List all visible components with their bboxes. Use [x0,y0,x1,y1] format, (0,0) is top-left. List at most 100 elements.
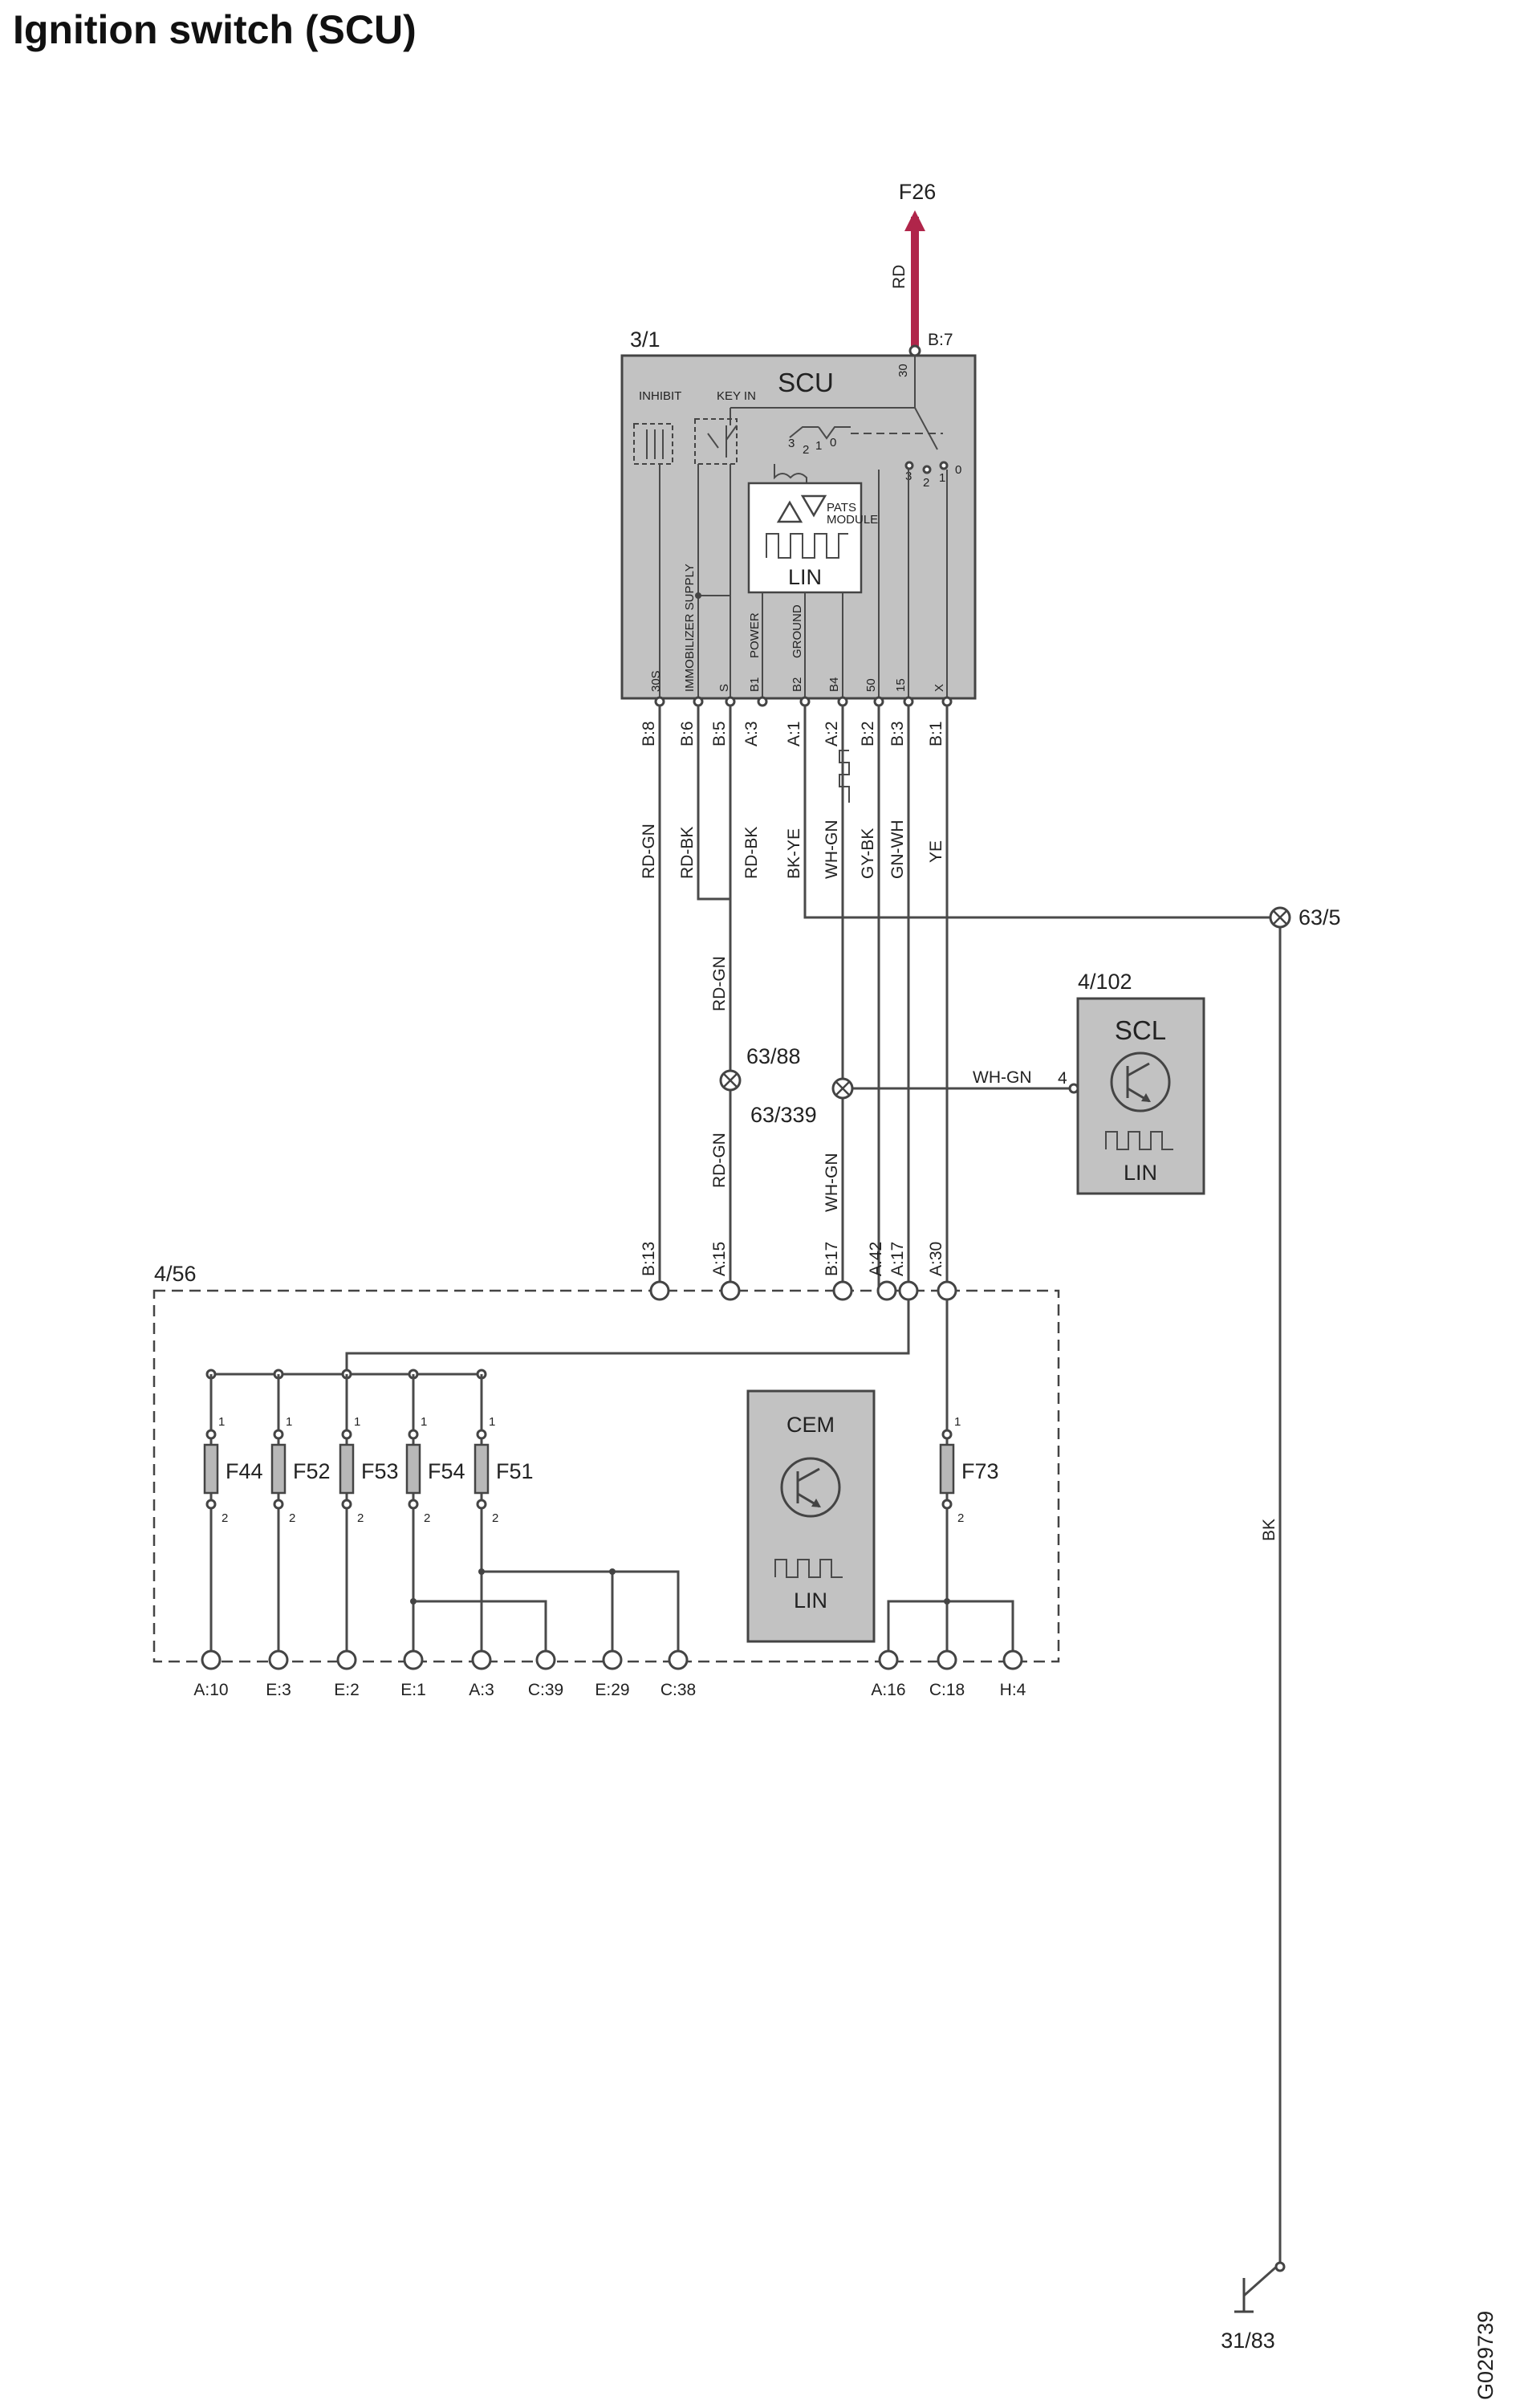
svg-text:WH-GN: WH-GN [823,1153,841,1212]
cem-lin-label: LIN [794,1588,827,1613]
svg-text:2: 2 [424,1511,430,1525]
pats-up-icon [776,500,803,523]
svg-text:E:29: E:29 [595,1681,629,1699]
f26-label: F26 [899,180,937,204]
cem-top-pins [649,1280,957,1301]
wire-rd-bk-loop [697,706,732,901]
f51-outputs [480,1570,680,1651]
splice-63-339-icon [831,1077,854,1100]
f73-outputs [887,1600,1014,1651]
svg-text:A:3: A:3 [469,1681,494,1699]
svg-text:B2: B2 [791,677,804,692]
fuse-f44 [203,1429,219,1510]
scu-pin-b5: B:5 [710,721,729,746]
figure-id: G029739 [1473,2311,1498,2400]
svg-text:A:16: A:16 [871,1681,905,1699]
svg-text:1: 1 [954,1415,961,1429]
pats-label-1: PATS [827,501,856,515]
svg-text:GY-BK: GY-BK [859,828,877,879]
scl-lin-label: LIN [1124,1161,1157,1185]
svg-text:0: 0 [955,463,961,477]
cem-transistor-icon [780,1457,841,1518]
svg-text:WH-GN: WH-GN [973,1068,1031,1087]
svg-text:H:4: H:4 [1000,1681,1026,1699]
pats-lin-icon [766,533,848,559]
f73-label: F73 [961,1459,999,1483]
svg-text:A:15: A:15 [710,1242,729,1276]
svg-text:2: 2 [923,476,929,490]
svg-text:2: 2 [492,1511,498,1525]
fuse-f53 [339,1429,355,1510]
scl-name: SCL [1115,1015,1166,1045]
svg-text:A:42: A:42 [867,1242,885,1276]
lin-wire-icon [839,750,850,803]
fuse-f73 [939,1429,955,1510]
svg-text:RD-GN: RD-GN [710,1133,729,1188]
scu-pin-b6: B:6 [678,721,697,746]
svg-text:C:18: C:18 [929,1681,965,1699]
splice-63-88-label: 63/88 [746,1044,801,1068]
pats-down-icon [800,494,827,518]
fuse-f54 [405,1429,421,1510]
fuse-f52 [270,1429,287,1510]
scu-term-30: 30 [896,364,910,377]
svg-text:POWER: POWER [748,612,762,658]
svg-text:30S: 30S [649,670,663,692]
rd-wire-label: RD [890,265,908,289]
key-in-switch [694,418,738,465]
pats-coil [774,464,807,486]
pats-label-2: MODULE [827,513,878,527]
splice-63-88-icon [719,1069,742,1092]
scu-pin-b2: B:2 [859,721,877,746]
svg-text:1: 1 [286,1415,292,1429]
svg-text:B4: B4 [827,677,841,692]
svg-text:GN-WH: GN-WH [888,820,907,879]
svg-text:3: 3 [788,437,795,450]
svg-text:0: 0 [830,436,836,449]
cem-ref: 4/56 [154,1262,197,1286]
svg-text:1: 1 [939,471,945,485]
svg-text:X: X [933,684,946,692]
svg-text:1: 1 [815,439,822,453]
cem-lin-icon [774,1559,843,1578]
svg-text:WH-GN: WH-GN [823,820,841,879]
cem-bottom-pins [201,1649,1023,1670]
scu-connector-pins [654,696,953,707]
svg-text:YE: YE [927,840,945,863]
svg-text:RD-BK: RD-BK [678,827,697,879]
svg-text:C:39: C:39 [528,1681,563,1699]
f53-label: F53 [361,1459,399,1483]
svg-text:GROUND: GROUND [791,604,804,658]
svg-text:B:17: B:17 [823,1242,841,1276]
svg-text:A:30: A:30 [927,1242,945,1276]
svg-text:A:17: A:17 [888,1242,907,1276]
svg-text:A:10: A:10 [193,1681,228,1699]
scu-pin-b7: B:7 [928,331,953,349]
f52-label: F52 [293,1459,331,1483]
scu-pin-30 [908,344,921,357]
svg-text:1: 1 [218,1415,225,1429]
pats-lin-label: LIN [788,565,822,589]
ignition-cam [789,426,851,440]
transistor-icon [1110,1051,1171,1112]
cem-box [152,1289,1060,1663]
svg-text:BK-YE: BK-YE [785,828,803,879]
scu-pin-b3: B:3 [888,721,907,746]
scu-keyin-label: KEY IN [717,389,756,403]
svg-text:B1: B1 [748,677,762,692]
wire-bk-ground [1243,927,1282,2297]
svg-text:4: 4 [1058,1069,1067,1088]
svg-text:2: 2 [289,1511,295,1525]
splice-63-5-icon [1269,906,1291,929]
supply-arrow-icon [904,210,925,231]
svg-text:RD-GN: RD-GN [710,956,729,1011]
scl-lin-icon [1105,1131,1173,1150]
f54-label: F54 [428,1459,465,1483]
scl-pin-4 [1068,1083,1079,1094]
svg-text:S: S [717,684,731,692]
svg-text:2: 2 [222,1511,228,1525]
svg-text:E:1: E:1 [400,1681,426,1699]
page-title: Ignition switch (SCU) [13,7,417,52]
svg-text:2: 2 [803,443,809,457]
